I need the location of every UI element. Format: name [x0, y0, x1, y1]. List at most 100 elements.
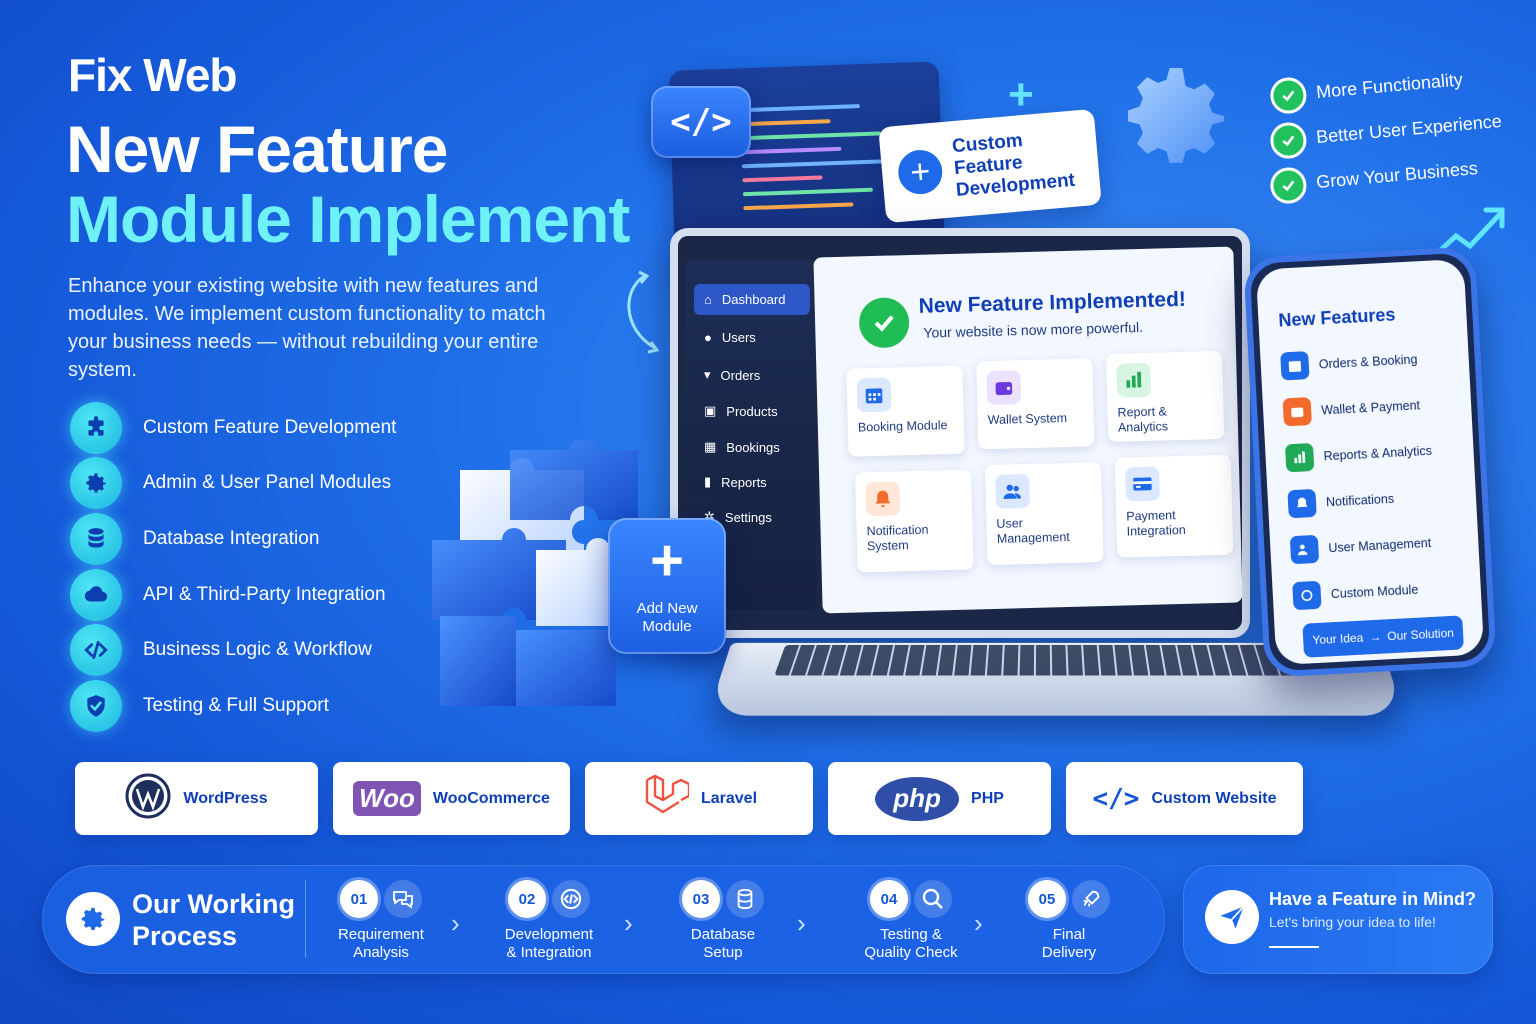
add-new-module-button[interactable]: + Add New Module: [608, 518, 726, 654]
sidebar-item-settings[interactable]: ✲Settings: [704, 509, 772, 525]
idea-solution-button[interactable]: Your Idea → Our Solution: [1302, 615, 1464, 658]
button-left-label: Your Idea: [1312, 630, 1364, 648]
sidebar-item-bookings[interactable]: ▦Bookings: [704, 439, 780, 455]
search-icon: [914, 880, 952, 918]
sidebar-item-label: Reports: [721, 474, 767, 490]
refresh-arrow-icon: [615, 268, 675, 358]
phone-list-item[interactable]: User Management: [1289, 529, 1432, 565]
chevron-right-icon: ›: [624, 908, 633, 938]
feature-item: Testing & Full Support: [70, 678, 396, 734]
chat-icon: [384, 880, 422, 918]
step-number: 03: [682, 880, 720, 918]
tech-label: Laravel: [700, 789, 758, 807]
module-card[interactable]: Payment Integration: [1114, 454, 1234, 558]
sidebar-item-users[interactable]: ●Users: [704, 330, 756, 345]
feature-label: Custom Feature Development: [143, 416, 397, 438]
feature-item: Admin & User Panel Modules: [70, 456, 396, 512]
phone-screen: New Features Orders & Booking Wallet & P…: [1255, 258, 1485, 666]
feature-label: Database Integration: [143, 527, 320, 549]
add-module-line1: Add New: [636, 600, 698, 617]
plus-icon: +: [1008, 70, 1034, 119]
bar-chart-icon: [1284, 442, 1315, 473]
feature-label: Business Logic & Workflow: [143, 639, 372, 661]
cloud-api-icon: [70, 568, 122, 621]
phone-item-label: Wallet & Payment: [1320, 398, 1421, 418]
custom-feature-card: + Custom Feature Development: [878, 108, 1102, 224]
database-icon: [726, 880, 764, 918]
credit-card-icon: [1125, 466, 1160, 502]
module-label: Wallet System: [987, 410, 1068, 428]
box-icon: ▣: [704, 403, 717, 418]
phone-list-item[interactable]: Orders & Booking: [1280, 345, 1418, 381]
growth-arrow-icon: [1430, 200, 1510, 260]
hero-title-line2: Module Implement: [66, 182, 630, 256]
module-card[interactable]: Booking Module: [846, 365, 965, 457]
phone-list-item[interactable]: Notifications: [1287, 485, 1394, 519]
check-circle-icon: [858, 297, 910, 349]
process-divider: [305, 880, 306, 958]
phone-list-item[interactable]: Wallet & Payment: [1282, 391, 1421, 427]
step-label-line2: Analysis: [353, 944, 409, 961]
feature-item: Database Integration: [70, 511, 396, 567]
step-number: 05: [1028, 880, 1066, 918]
module-card[interactable]: Notification System: [855, 469, 974, 573]
laptop-keyboard: [774, 645, 1306, 676]
phone-list-item[interactable]: Reports & Analytics: [1284, 437, 1433, 473]
feature-label: Admin & User Panel Modules: [143, 472, 392, 494]
rocket-icon: [1072, 880, 1110, 918]
puzzle-pieces-illustration: [430, 436, 660, 716]
gear-icon: [1112, 52, 1240, 180]
check-icon: [1268, 120, 1308, 160]
wallet-icon: [986, 370, 1022, 406]
database-icon: [70, 512, 122, 565]
add-module-line2: Module: [642, 618, 692, 635]
sidebar-item-products[interactable]: ▣Products: [704, 403, 778, 419]
success-title: New Feature Implemented!: [918, 287, 1187, 318]
bell-icon: [1287, 488, 1317, 519]
phone-list-item[interactable]: Custom Module: [1292, 576, 1419, 611]
tech-php: php PHP: [828, 762, 1051, 835]
gear-icon: [70, 457, 122, 510]
sidebar-item-label: Orders: [720, 367, 761, 383]
wallet-icon: [1282, 397, 1312, 427]
step-label-line2: Quality Check: [864, 944, 958, 961]
plus-icon: +: [650, 528, 684, 593]
check-icon: [1268, 165, 1308, 205]
sidebar-item-orders[interactable]: ▾Orders: [704, 367, 760, 383]
check-icon: [1268, 75, 1308, 115]
gear-icon: ✲: [704, 509, 715, 524]
benefit-label: Grow Your Business: [1315, 158, 1479, 193]
tech-label: WordPress: [183, 789, 268, 807]
step-number: 04: [870, 880, 908, 918]
sidebar-item-label: Bookings: [726, 439, 780, 455]
module-card[interactable]: User Management: [984, 462, 1104, 566]
process-title: Our Working Process: [132, 889, 296, 951]
plus-icon: +: [896, 148, 945, 196]
code-icon: </>: [651, 86, 751, 158]
module-icon: [1292, 580, 1322, 611]
tech-custom-website: </> Custom Website: [1066, 762, 1303, 835]
module-card[interactable]: Report & Analytics: [1106, 350, 1225, 442]
module-label: Booking Module: [857, 418, 948, 435]
success-subtitle: Your website is now more powerful.: [923, 318, 1144, 341]
step-number: 01: [340, 880, 378, 918]
phone-mockup: New Features Orders & Booking Wallet & P…: [1243, 246, 1497, 678]
benefit-label: More Functionality: [1315, 69, 1464, 103]
bell-icon: [865, 481, 901, 517]
benefit-list: More Functionality Better User Experienc…: [1268, 64, 1502, 205]
phone-title: New Features: [1277, 304, 1396, 331]
sidebar-item-dashboard[interactable]: ⌂Dashboard: [694, 284, 810, 315]
tech-woocommerce: Woo WooCommerce: [333, 762, 570, 835]
step-label-line1: Testing &: [880, 926, 942, 943]
cta-subtitle: Let's bring your idea to life!: [1269, 914, 1436, 930]
module-label: Report & Analytics: [1117, 404, 1169, 435]
chevron-right-icon: ›: [451, 908, 460, 938]
benefit-item: Grow Your Business: [1268, 144, 1503, 209]
module-label-line2: Management: [996, 529, 1070, 546]
sidebar-item-reports[interactable]: ▮Reports: [704, 474, 767, 490]
step-label-line1: Development: [504, 926, 594, 943]
feature-label: API & Third-Party Integration: [143, 583, 386, 605]
laravel-icon: [641, 772, 691, 825]
module-card[interactable]: Wallet System: [976, 358, 1095, 450]
chevron-right-icon: ›: [974, 908, 983, 938]
